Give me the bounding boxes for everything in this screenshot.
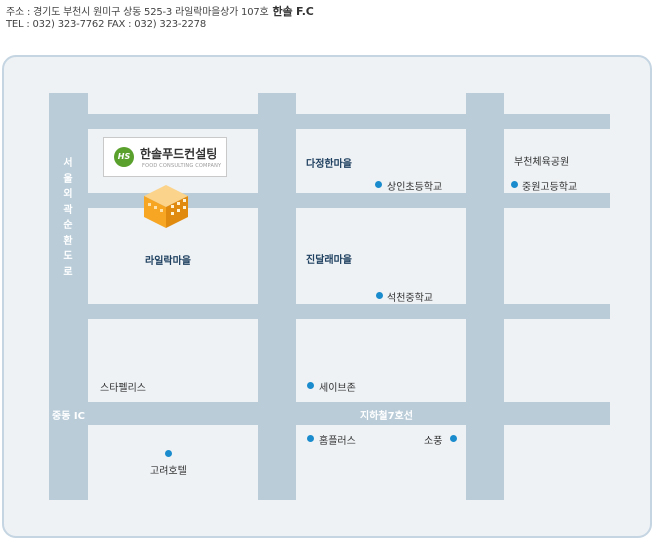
west-ring-char: 환 [63,235,73,247]
sangin-school-label: 상인초등학교 [387,182,443,193]
company-sign-subtitle: FOOD CONSULTING COMPANY [142,163,222,169]
jungdong-ic-label: 중동 IC [52,411,85,422]
road-horizontal-3 [88,304,610,319]
dajeong-village-label: 다정한마을 [306,159,352,170]
west-ring-char: 도 [63,251,73,262]
west-ring-char: 곽 [63,204,73,216]
road-west-ring [49,93,88,500]
road-horizontal-2 [88,193,610,208]
west-ring-char: 순 [63,220,73,231]
west-ring-char: 외 [63,189,73,200]
road-vertical-3 [466,93,504,500]
save-zone-label: 세이브존 [319,383,356,394]
map-panel [2,55,652,538]
starpellis-label: 스타펠리스 [100,383,146,394]
address-text: 주소 : 경기도 부천시 원미구 상동 525-3 라일락마을상가 107호 [6,7,269,18]
homeplus-label: 홈플러스 [319,436,356,447]
west-ring-char: 로 [63,266,73,278]
company-name: 한솔 F.C [272,5,314,18]
company-logo: HS [114,147,134,167]
seokcheon-school-label: 석천중학교 [387,293,433,304]
lilac-village-label: 라일락마을 [145,256,191,267]
seokcheon-school-marker [376,292,383,299]
jindallae-village-label: 진달래마을 [306,255,352,266]
sopung-label: 소풍 [424,436,443,447]
bucheon-gym-label: 부천체육공원 [514,157,570,168]
road-horizontal-1 [88,114,610,129]
goryeo-hotel-marker [165,450,172,457]
contact-line: TEL : 032) 323-7762 FAX : 032) 323-2278 [6,19,206,30]
save-zone-marker [307,382,314,389]
west-ring-char: 서 [63,158,73,169]
west-ring-char: 울 [63,173,73,185]
building-icon [144,185,188,228]
jungwon-school-label: 중원고등학교 [522,182,578,193]
goryeo-hotel-label: 고려호텔 [150,466,187,477]
road-vertical-2 [258,93,296,500]
west-ring-road-label: 서 울 외 곽 순 환 도 로 [62,156,74,280]
company-sign-name: 한솔푸드컨설팅 [140,147,218,161]
jungwon-school-marker [511,181,518,188]
subway-line-label: 지하철7호선 [360,411,413,422]
homeplus-marker [307,435,314,442]
sangin-school-marker [375,181,382,188]
road-horizontal-subway [49,402,610,425]
company-sign: HS 한솔푸드컨설팅 FOOD CONSULTING COMPANY [103,137,227,177]
sopung-marker [450,435,457,442]
